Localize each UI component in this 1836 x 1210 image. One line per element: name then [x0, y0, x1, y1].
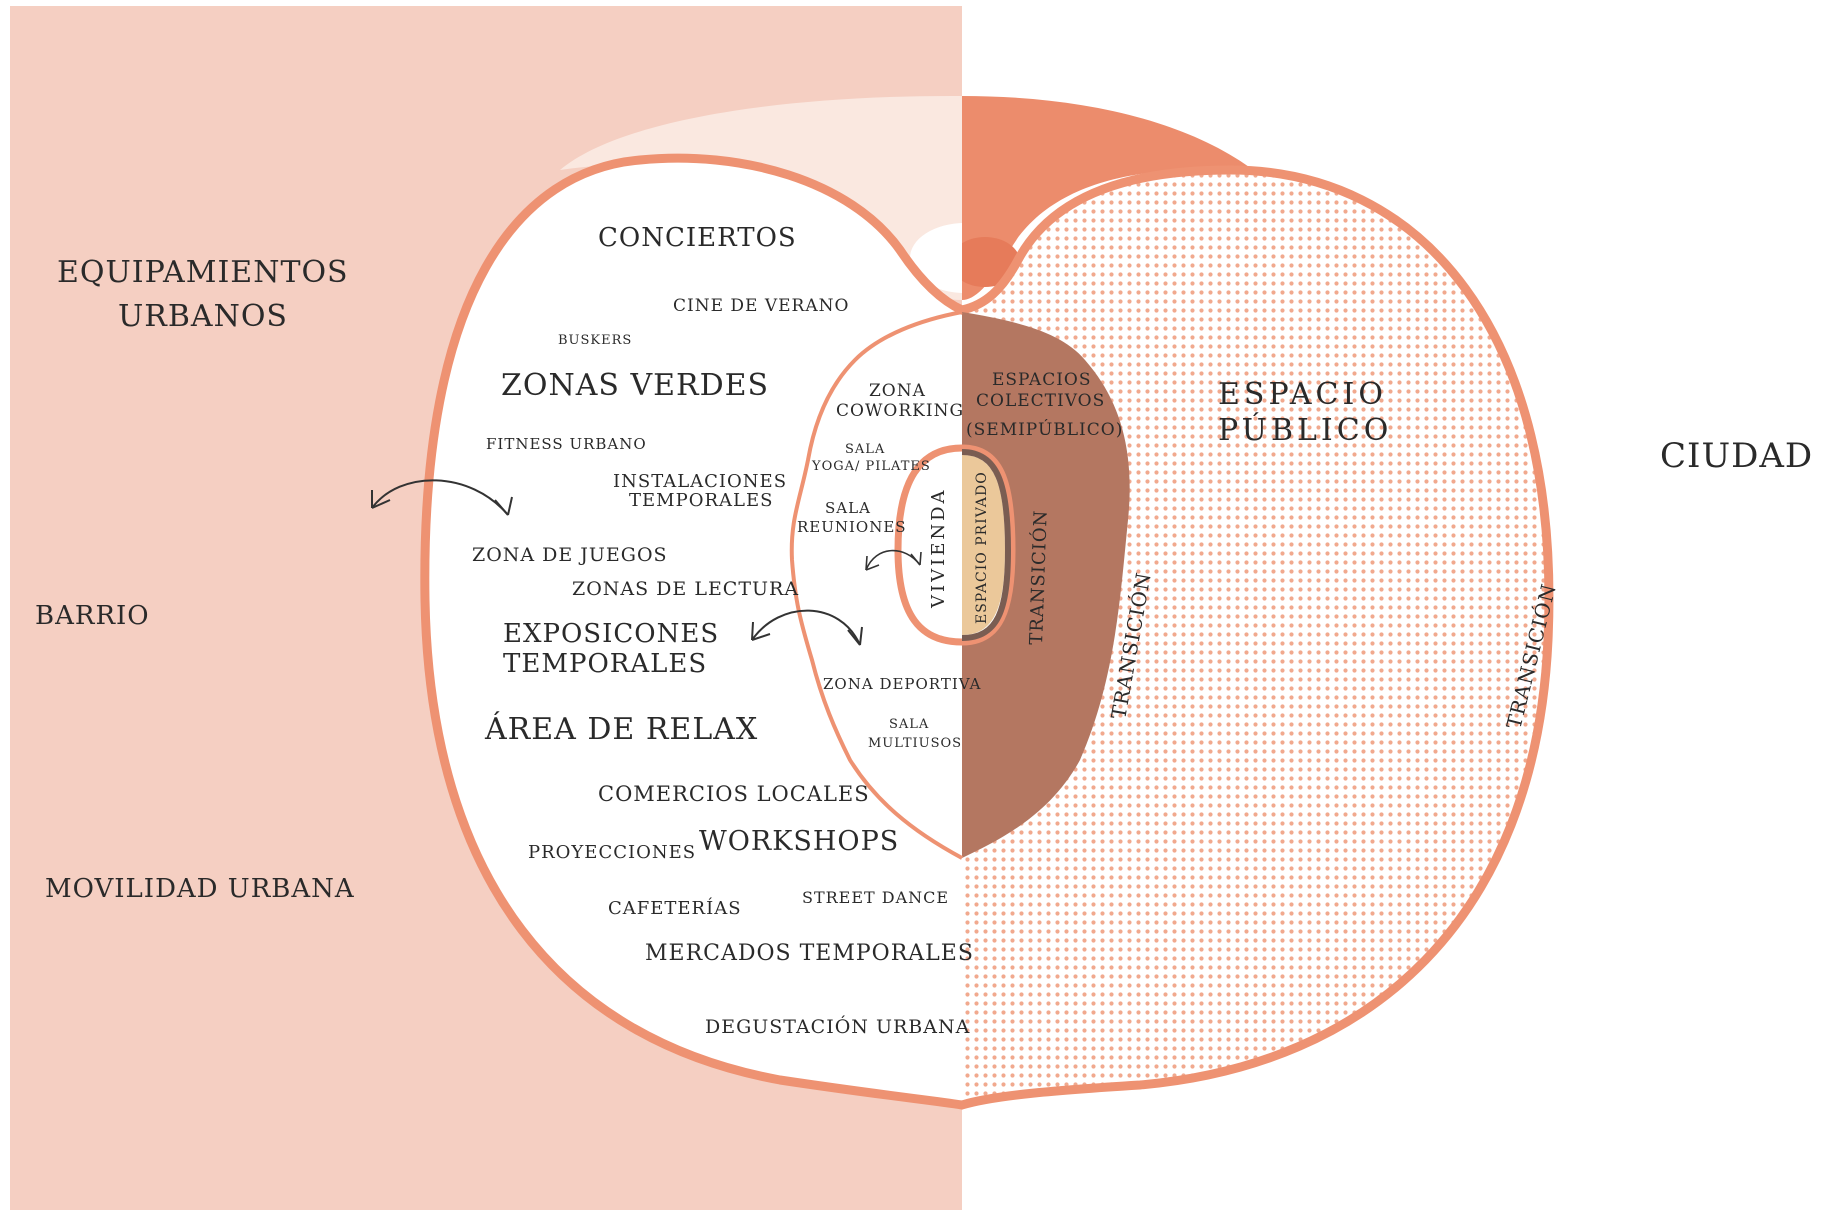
label-espacios-colectivos-3: (SEMIPÚBLICO) [966, 419, 1123, 440]
label-ciudad: CIUDAD [1660, 436, 1813, 476]
private-space-fill [962, 455, 1005, 635]
label-exposiciones-1: EXPOSICONES [503, 619, 719, 649]
arrow-park-to-collective [751, 609, 863, 646]
apple-top-right-bulge [962, 96, 1260, 300]
label-espacio-privado: ESPACIO PRIVADO [974, 471, 990, 624]
label-zona-de-juegos: ZONA DE JUEGOS [472, 544, 668, 566]
label-sala-multiusos-2: MULTIUSOS [868, 736, 962, 751]
label-equipamientos-urbanos-1: EQUIPAMIENTOS [57, 255, 349, 290]
label-zona-coworking-1: ZONA [869, 381, 926, 401]
label-zona-coworking-2: COWORKING [836, 401, 964, 421]
label-mercados-temporales: MERCADOS TEMPORALES [645, 941, 974, 966]
label-equipamientos-urbanos-2: URBANOS [118, 299, 288, 334]
label-instalaciones-2: TEMPORALES [629, 490, 773, 511]
apple-outline [420, 153, 1554, 1110]
collective-space-region [962, 312, 1130, 858]
private-space-border [961, 449, 1012, 641]
label-espacios-colectivos-1: ESPACIOS [992, 370, 1092, 390]
collective-seed-outline [789, 310, 963, 860]
label-conciertos: CONCIERTOS [598, 223, 797, 253]
label-workshops: WORKSHOPS [699, 826, 899, 857]
label-exposiciones-2: TEMPORALES [503, 649, 707, 679]
label-sala-multiusos-1: SALA [889, 717, 929, 732]
label-vivienda: VIVIENDA [928, 487, 949, 609]
label-espacio-publico-1: ESPACIO [1218, 377, 1387, 412]
label-barrio: BARRIO [35, 601, 150, 631]
label-sala-yoga-2: YOGA/ PILATES [811, 459, 931, 474]
label-espacios-colectivos-2: COLECTIVOS [976, 391, 1105, 411]
label-street-dance: STREET DANCE [802, 888, 949, 907]
arrow-collective-to-home [865, 549, 922, 571]
label-cafeterias: CAFETERÍAS [608, 896, 742, 919]
arrow-barrio-to-park [371, 479, 513, 516]
label-fitness-urbano: FITNESS URBANO [486, 435, 647, 453]
label-proyecciones: PROYECCIONES [528, 842, 696, 863]
label-cine-de-verano: CINE DE VERANO [673, 296, 849, 316]
label-zonas-verdes: ZONAS VERDES [501, 368, 769, 403]
label-degustacion-urbana: DEGUSTACIÓN URBANA [705, 1015, 970, 1038]
apple-top-left-bulge [560, 95, 962, 300]
label-area-de-relax: ÁREA DE RELAX [484, 711, 758, 747]
label-sala-reuniones-1: SALA [825, 499, 871, 517]
label-buskers: BUSKERS [558, 333, 632, 348]
label-comercios-locales: COMERCIOS LOCALES [598, 782, 870, 806]
label-instalaciones-1: INSTALACIONES [613, 471, 787, 492]
label-sala-reuniones-2: REUNIONES [797, 518, 907, 536]
label-zona-deportiva: ZONA DEPORTIVA [823, 675, 981, 693]
label-sala-yoga-1: SALA [845, 442, 885, 457]
label-espacio-publico-2: PÚBLICO [1218, 412, 1392, 448]
label-zonas-de-lectura: ZONAS DE LECTURA [572, 578, 799, 600]
label-movilidad-urbana: MOVILIDAD URBANA [45, 874, 355, 904]
